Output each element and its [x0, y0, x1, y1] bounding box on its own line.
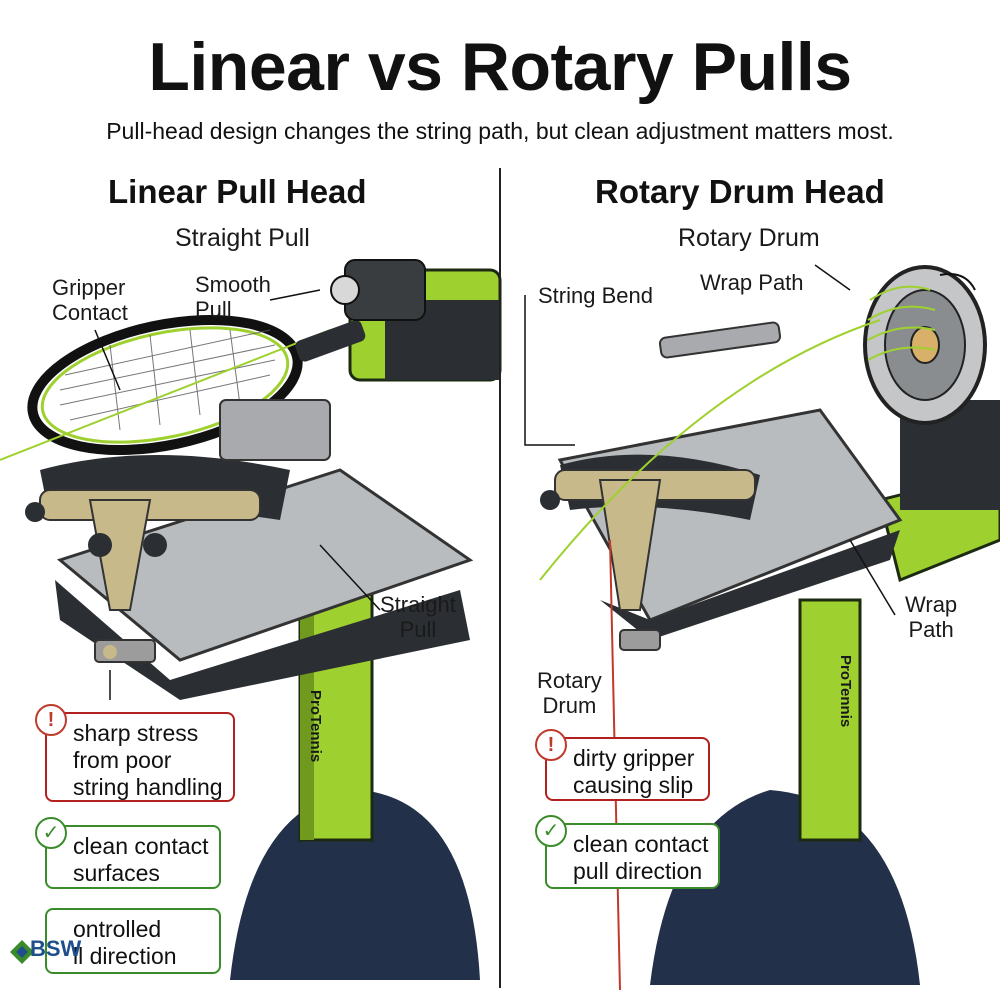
- left-warning-callout: ! sharp stress from poor string handling: [35, 704, 235, 802]
- left-ok-callout-1: ✓ clean contact surfaces: [35, 817, 221, 889]
- right-warning-callout: ! dirty gripper causing slip: [535, 729, 710, 801]
- right-warning-text: dirty gripper causing slip: [573, 745, 695, 798]
- right-ok-text: clean contact pull direction: [573, 831, 709, 884]
- bsw-logo-icon: [10, 940, 34, 964]
- smooth-pull-label: Smooth Pull: [195, 272, 271, 322]
- logo-text: BSW: [30, 936, 82, 961]
- left-ok-text-2: ontrolled ll direction: [73, 916, 177, 969]
- leader-lines: [94, 264, 896, 700]
- left-straight-pull-label: Straight Pull: [380, 592, 456, 642]
- page-subtitle: Pull-head design changes the string path…: [106, 118, 894, 144]
- page-title: Linear vs Rotary Pulls: [148, 29, 852, 105]
- right-ok-callout: ✓ clean contact pull direction: [535, 815, 720, 889]
- left-panel-subtitle: Straight Pull: [175, 224, 310, 252]
- right-panel-subtitle: Rotary Drum: [678, 224, 820, 252]
- left-warning-text: sharp stress from poor string handling: [73, 720, 223, 800]
- gripper-contact-label: Gripper Contact: [52, 275, 128, 325]
- warning-icon: !: [35, 704, 67, 736]
- string-bend-label: String Bend: [538, 283, 653, 308]
- left-panel-title: Linear Pull Head: [108, 173, 367, 210]
- left-ok-text-1: clean contact surfaces: [73, 833, 209, 886]
- panel-divider: [499, 168, 501, 988]
- warning-icon: !: [535, 729, 567, 761]
- check-icon: ✓: [35, 817, 67, 849]
- right-panel-title: Rotary Drum Head: [595, 173, 885, 210]
- left-brand-text: ProTennis: [307, 690, 324, 763]
- rotary-drum-label: Rotary Drum: [537, 668, 602, 718]
- left-stringing-machine: [0, 259, 502, 980]
- wrap-path-top-label: Wrap Path: [700, 270, 804, 295]
- wrap-path-side-label: Wrap Path: [905, 592, 958, 642]
- left-ok-callout-2: ontrolled ll direction: [45, 908, 221, 974]
- check-icon: ✓: [535, 815, 567, 847]
- right-brand-text: ProTennis: [837, 655, 854, 728]
